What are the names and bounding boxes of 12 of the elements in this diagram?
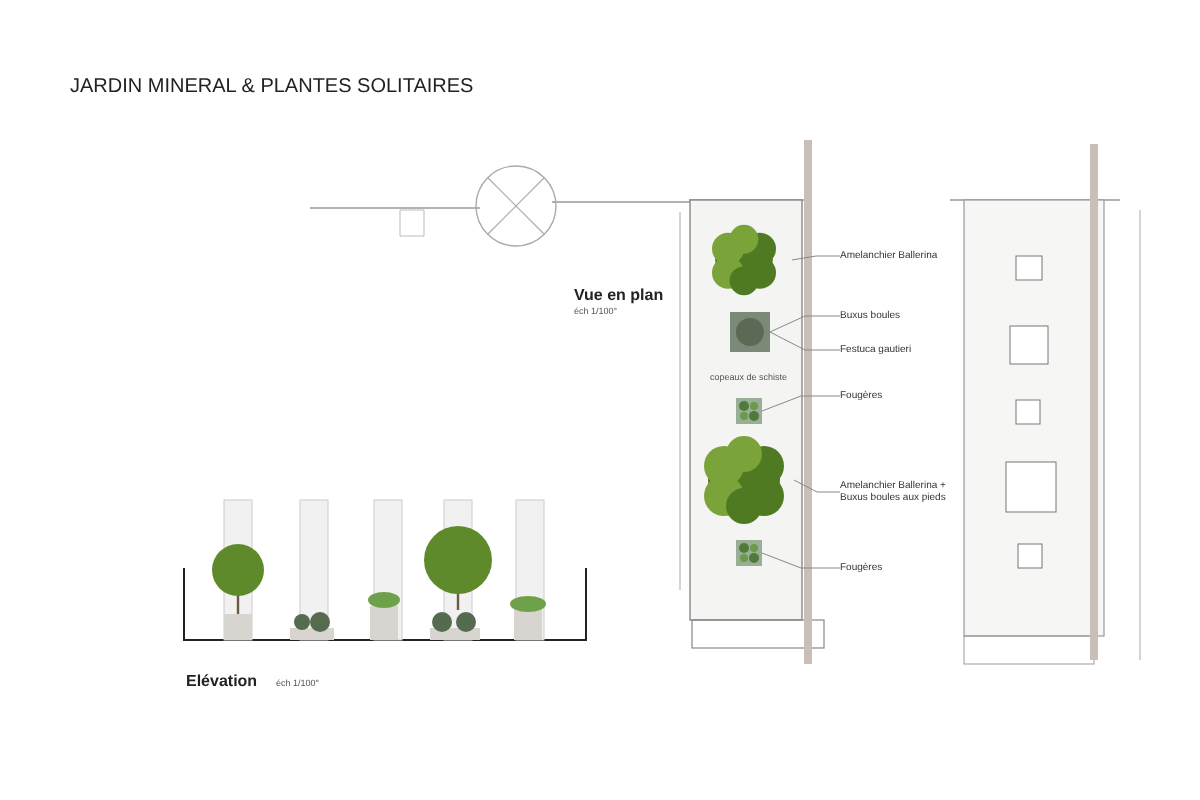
- view-heading: Vue en plan: [574, 286, 664, 304]
- leader-line: [769, 315, 841, 333]
- shrub-drawing: [730, 312, 770, 352]
- leader-line: [791, 255, 841, 261]
- view-heading: Elévation: [186, 672, 258, 690]
- shrub-drawing: [736, 540, 762, 566]
- leader-line: [761, 395, 841, 412]
- leader-line: [761, 552, 841, 569]
- plan-title: JARDIN MINERAL & PLANTES SOLITAIRES: [70, 76, 474, 98]
- leader-line: [769, 331, 841, 351]
- leader-line: [793, 479, 841, 493]
- shrub-drawing: [736, 398, 762, 424]
